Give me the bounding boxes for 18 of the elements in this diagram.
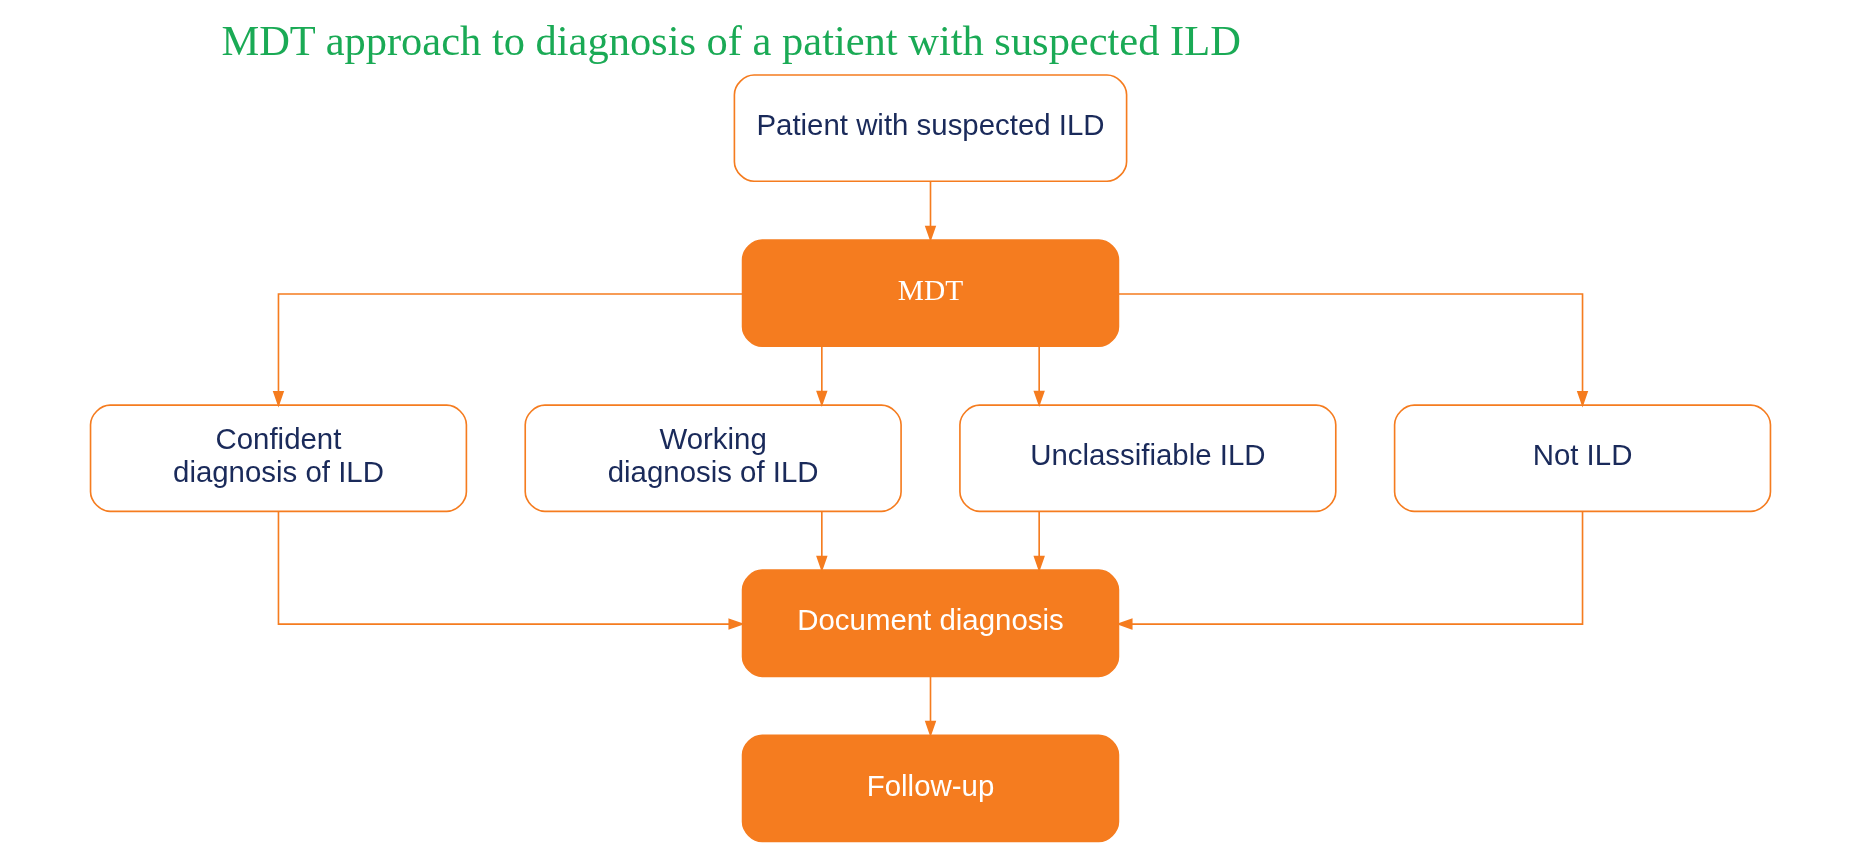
arrow [815, 510, 828, 573]
arrow [815, 345, 828, 408]
arrow [1032, 345, 1045, 408]
arrow [924, 180, 936, 243]
node-box: MDT [741, 239, 1119, 348]
arrow [1032, 510, 1045, 573]
arrow [924, 675, 936, 738]
node-box: Document diagnosis [741, 569, 1119, 678]
arrow [272, 293, 743, 408]
node-box: Follow-up [741, 734, 1119, 843]
node-box: Not ILD [1393, 404, 1771, 513]
diagram-title: MDT approach to diagnosis of a patient with suspected ILD [220, 17, 1241, 65]
node-box: Confident diagnosis of ILD [89, 404, 467, 513]
arrow [277, 510, 745, 630]
node-box: Working diagnosis of ILD [523, 404, 902, 513]
node-box: Patient with suspected ILD [733, 74, 1127, 183]
arrow [1117, 293, 1588, 408]
node-box: Unclassifiable ILD [958, 404, 1337, 513]
